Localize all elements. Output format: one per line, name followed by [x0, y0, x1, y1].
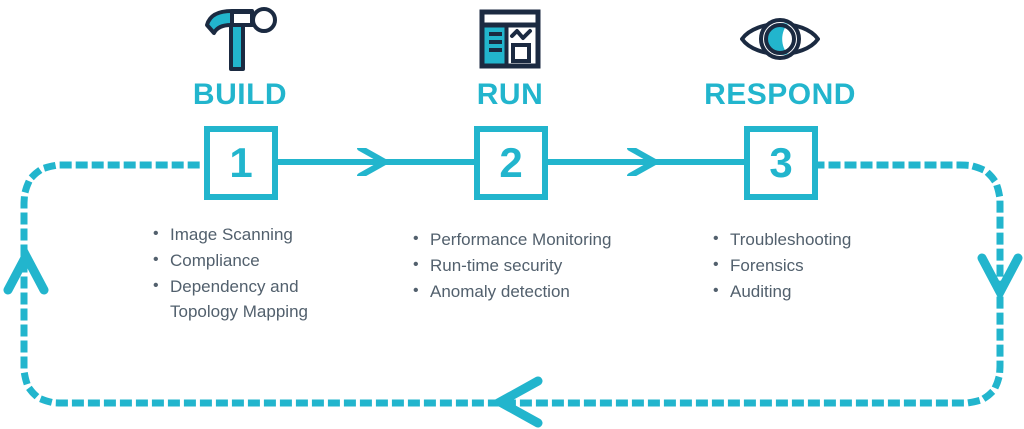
eye-icon: [740, 18, 820, 60]
loop-arrow-right-down-icon: [977, 253, 1023, 302]
stage-build-title: BUILD: [192, 78, 288, 111]
hammer-icon: [205, 7, 277, 71]
list-item: Dependency and Topology Mapping: [152, 273, 342, 324]
list-item: Forensics: [712, 252, 912, 278]
arrow-run-to-respond: [545, 148, 745, 176]
bullet-list-run: Performance Monitoring Run-time security…: [412, 226, 642, 305]
list-item: Compliance: [152, 247, 342, 273]
list-item: Performance Monitoring: [412, 226, 642, 252]
loop-arrow-left-up-icon: [3, 246, 49, 295]
stage-build-icon-wrap: [90, 4, 390, 74]
stage-build: BUILD: [90, 0, 390, 112]
list-item: Run-time security: [412, 252, 642, 278]
stage-respond-title: RESPOND: [704, 78, 856, 111]
stage-run-title: RUN: [476, 78, 544, 111]
list-item: Image Scanning: [152, 221, 342, 247]
stage-run-icon-wrap: [360, 4, 660, 74]
dashboard-icon: [479, 9, 541, 69]
list-item: Auditing: [712, 278, 912, 304]
bullet-list-build: Image Scanning Compliance Dependency and…: [152, 221, 342, 325]
step-number-3: 3: [769, 139, 793, 186]
step-number-1: 1: [229, 139, 253, 186]
stage-run: RUN: [360, 0, 660, 112]
list-item: Anomaly detection: [412, 278, 642, 304]
step-box-2[interactable]: 2: [474, 126, 548, 200]
step-box-1[interactable]: 1: [204, 126, 278, 200]
list-item: Troubleshooting: [712, 226, 912, 252]
wave-chart-icon: [510, 29, 532, 40]
stage-respond: RESPOND: [630, 0, 930, 112]
bullet-list-respond: Troubleshooting Forensics Auditing: [712, 226, 912, 305]
arrow-build-to-run: [275, 148, 475, 176]
stage-respond-icon-wrap: [630, 4, 930, 74]
step-box-3[interactable]: 3: [744, 126, 818, 200]
step-number-2: 2: [499, 139, 523, 186]
loop-arrow-bottom-left-icon: [490, 376, 543, 428]
